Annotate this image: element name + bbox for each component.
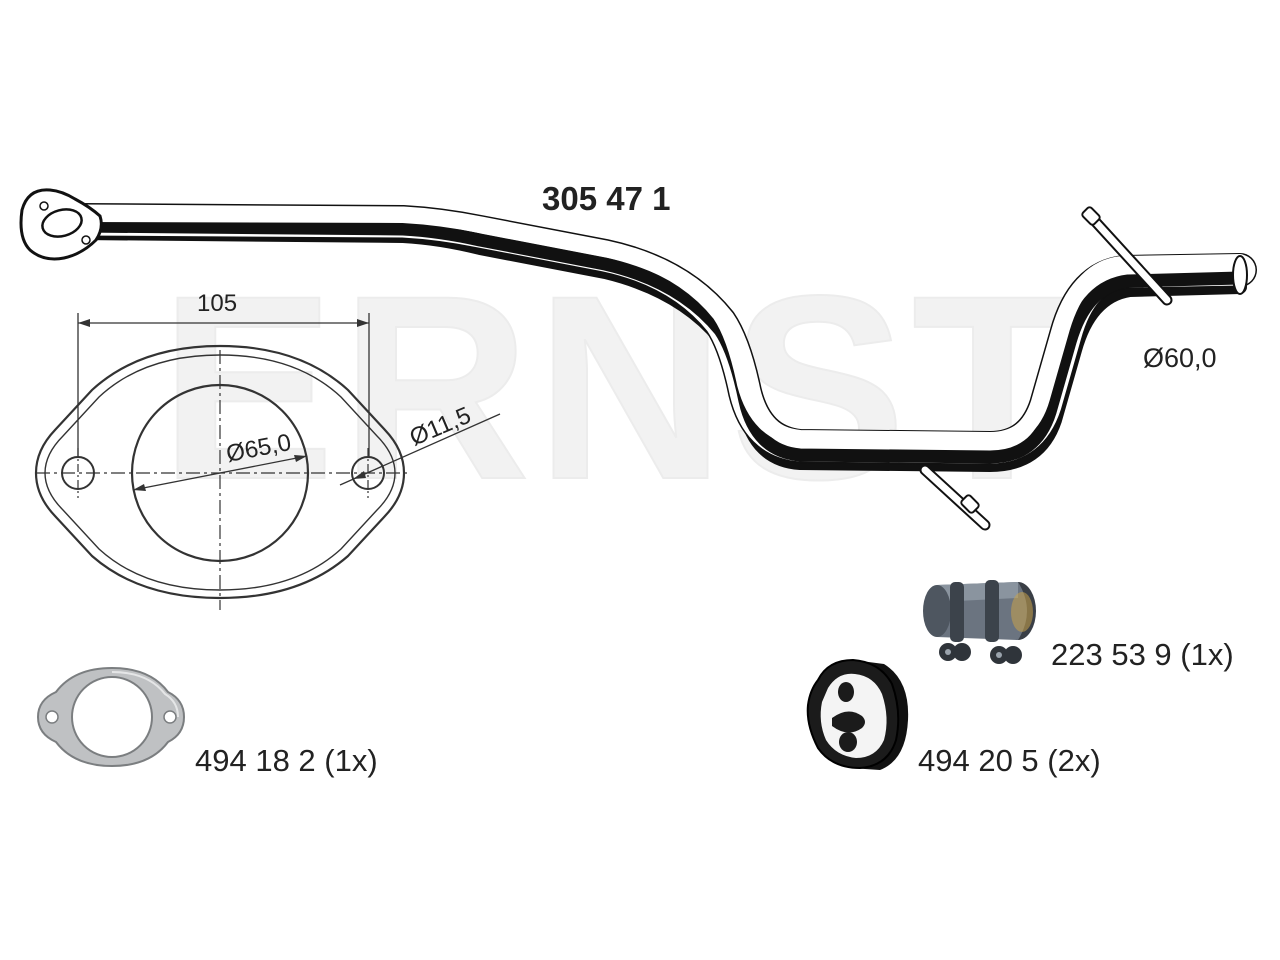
inlet-flange	[19, 188, 103, 261]
part-number: 305 47 1	[542, 180, 670, 217]
gasket-icon	[36, 666, 186, 768]
pipe-clamp-icon	[923, 580, 1036, 664]
accessory-label-clamp: 223 53 9 (1x)	[1051, 637, 1234, 672]
accessory-label-gasket: 494 18 2 (1x)	[195, 743, 378, 778]
exhaust-pipe	[19, 188, 1257, 531]
hanger-rod-upper	[1081, 206, 1173, 306]
flange-drawing	[34, 313, 501, 610]
hole-spacing-label: 105	[197, 290, 237, 317]
pipe-diameter-label: Ø60,0	[1143, 343, 1217, 373]
accessory-label-mount: 494 20 5 (2x)	[918, 743, 1101, 778]
rubber-mount-icon	[806, 658, 909, 770]
hanger-rod-lower	[919, 464, 991, 531]
brand-watermark: ERNST	[160, 241, 1078, 534]
